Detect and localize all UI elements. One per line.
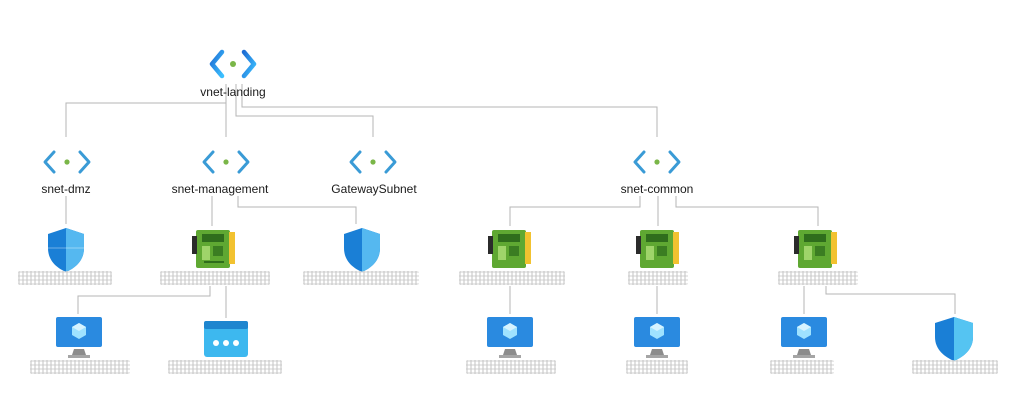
redacted-label — [30, 360, 130, 374]
subnet-icon — [202, 150, 250, 174]
nic-common-1-node[interactable] — [488, 226, 534, 272]
network-interface-icon — [636, 230, 679, 268]
redacted-label — [18, 271, 112, 285]
subnet-dmz-node[interactable] — [40, 146, 94, 178]
vm-common-1-node[interactable] — [485, 315, 535, 361]
network-interface-icon — [192, 230, 235, 268]
subnet-icon — [633, 150, 681, 174]
vm-common-2-node[interactable] — [632, 315, 682, 361]
nic-common-2-node[interactable] — [636, 226, 682, 272]
subnet-icon — [349, 150, 397, 174]
app-management-node[interactable] — [202, 319, 250, 359]
nsg-dmz-node[interactable] — [45, 226, 87, 274]
subnet-management-node[interactable] — [199, 146, 253, 178]
vnet-landing-node[interactable] — [206, 44, 260, 84]
redacted-label — [778, 271, 858, 285]
redacted-label — [168, 360, 282, 374]
virtual-machine-icon — [56, 317, 102, 358]
subnet-gateway-label: GatewaySubnet — [331, 182, 417, 196]
subnet-icon — [43, 150, 91, 174]
nsg-common-node[interactable] — [932, 315, 976, 363]
redacted-label — [912, 360, 998, 374]
redacted-label — [466, 360, 556, 374]
redacted-label — [626, 360, 688, 374]
subnet-common-label: snet-common — [620, 182, 694, 196]
subnet-management-label: snet-management — [171, 182, 269, 196]
shield-icon — [935, 317, 973, 361]
virtual-machine-icon — [634, 317, 680, 358]
redacted-label — [628, 271, 688, 285]
redacted-label — [459, 271, 565, 285]
virtual-machine-icon — [487, 317, 533, 358]
network-interface-icon — [488, 230, 531, 268]
vnet-icon — [209, 49, 257, 79]
redacted-label — [770, 360, 834, 374]
vnet-landing-label: vnet-landing — [200, 85, 266, 99]
redacted-label — [160, 271, 270, 285]
app-service-icon — [204, 321, 248, 357]
network-interface-icon — [794, 230, 837, 268]
nic-management-node[interactable] — [192, 226, 238, 272]
redacted-label — [303, 271, 419, 285]
shield-icon — [48, 228, 84, 272]
shield-icon — [344, 228, 380, 272]
subnet-common-node[interactable] — [630, 146, 684, 178]
vm-common-3-node[interactable] — [779, 315, 829, 361]
nsg-gateway-node[interactable] — [341, 226, 383, 274]
subnet-gateway-node[interactable] — [346, 146, 400, 178]
virtual-machine-icon — [781, 317, 827, 358]
subnet-dmz-label: snet-dmz — [41, 182, 91, 196]
vm-management-node[interactable] — [54, 315, 104, 361]
nic-common-3-node[interactable] — [794, 226, 840, 272]
